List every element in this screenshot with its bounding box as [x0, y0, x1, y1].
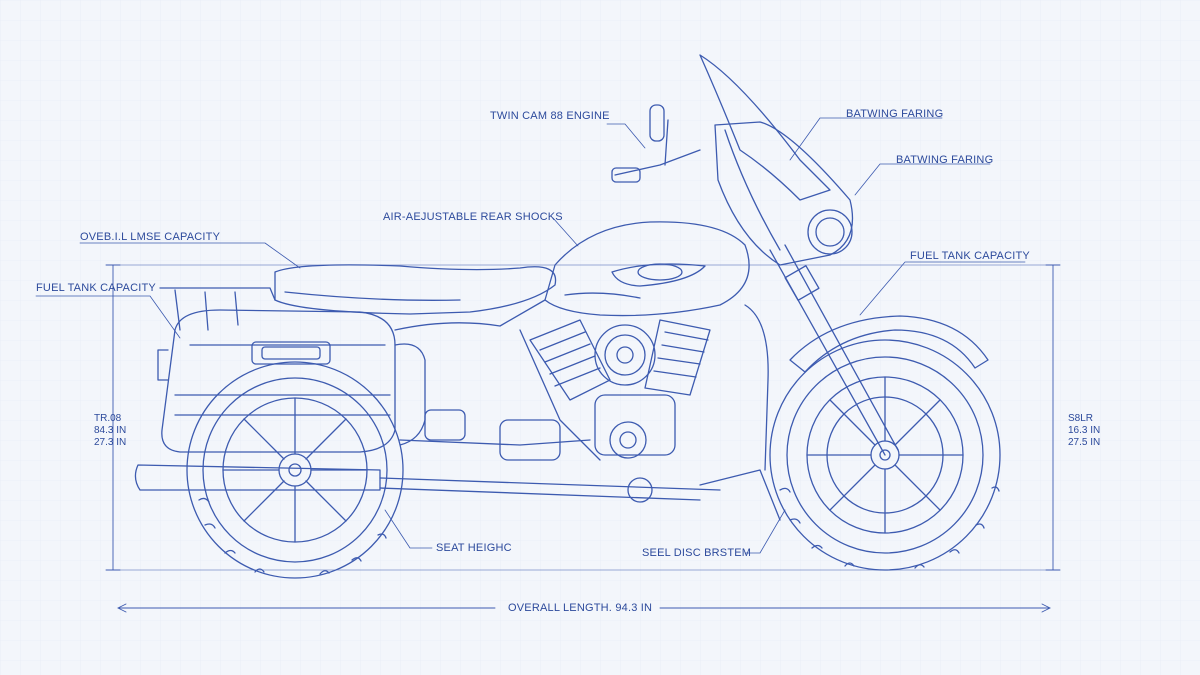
batwing-fairing	[699, 54, 854, 266]
callout-rear-shocks: AIR-AEJUSTABLE REAR SHOCKS	[383, 211, 563, 223]
exhaust	[134, 464, 781, 521]
twin-cam-engine	[499, 319, 711, 503]
left-dimension-readout: TR.08 84.3 IN 27.3 IN	[94, 413, 126, 449]
right-dim-line: 16.3 IN	[1068, 425, 1101, 436]
front-wheel	[769, 339, 1001, 571]
callout-seat-height: SEAT HEIGHC	[436, 542, 512, 554]
right-dim-line: 27.5 IN	[1068, 437, 1101, 448]
callout-fuel-tank-right: FUEL TANK CAPACITY	[910, 250, 1030, 262]
fuel-tank	[544, 221, 750, 317]
callout-luggage-capacity: OVEB.I.L LMSE CAPACITY	[80, 231, 221, 243]
front-fender	[789, 315, 989, 373]
right-dimension-readout: S8LR 16.3 IN 27.5 IN	[1068, 413, 1100, 449]
callout-fuel-tank-left: FUEL TANK CAPACITY	[36, 282, 156, 294]
right-dim-line: S8LR	[1068, 413, 1094, 424]
handlebar	[611, 104, 701, 183]
frame	[394, 299, 601, 461]
overall-length-label: OVERALL LENGTH. 94.3 IN	[508, 602, 653, 614]
front-fork	[769, 244, 899, 456]
callout-batwing-fairing-2: BATWING FARING	[896, 154, 994, 166]
callout-twin-cam-engine: TWIN CAM 88 ENGINE	[490, 110, 610, 122]
saddlebag	[157, 309, 396, 453]
engine-guard	[744, 304, 769, 471]
left-dim-line: 27.3 IN	[94, 437, 127, 448]
callout-leaders	[35, 117, 1026, 554]
left-dim-line: TR.08	[94, 413, 122, 424]
dimension-lines	[105, 264, 1061, 613]
callout-batwing-fairing-1: BATWING FARING	[846, 108, 944, 120]
callout-disc-brake: SEEL DISC BRSTEM	[642, 547, 752, 559]
left-dim-line: 84.3 IN	[94, 425, 127, 436]
